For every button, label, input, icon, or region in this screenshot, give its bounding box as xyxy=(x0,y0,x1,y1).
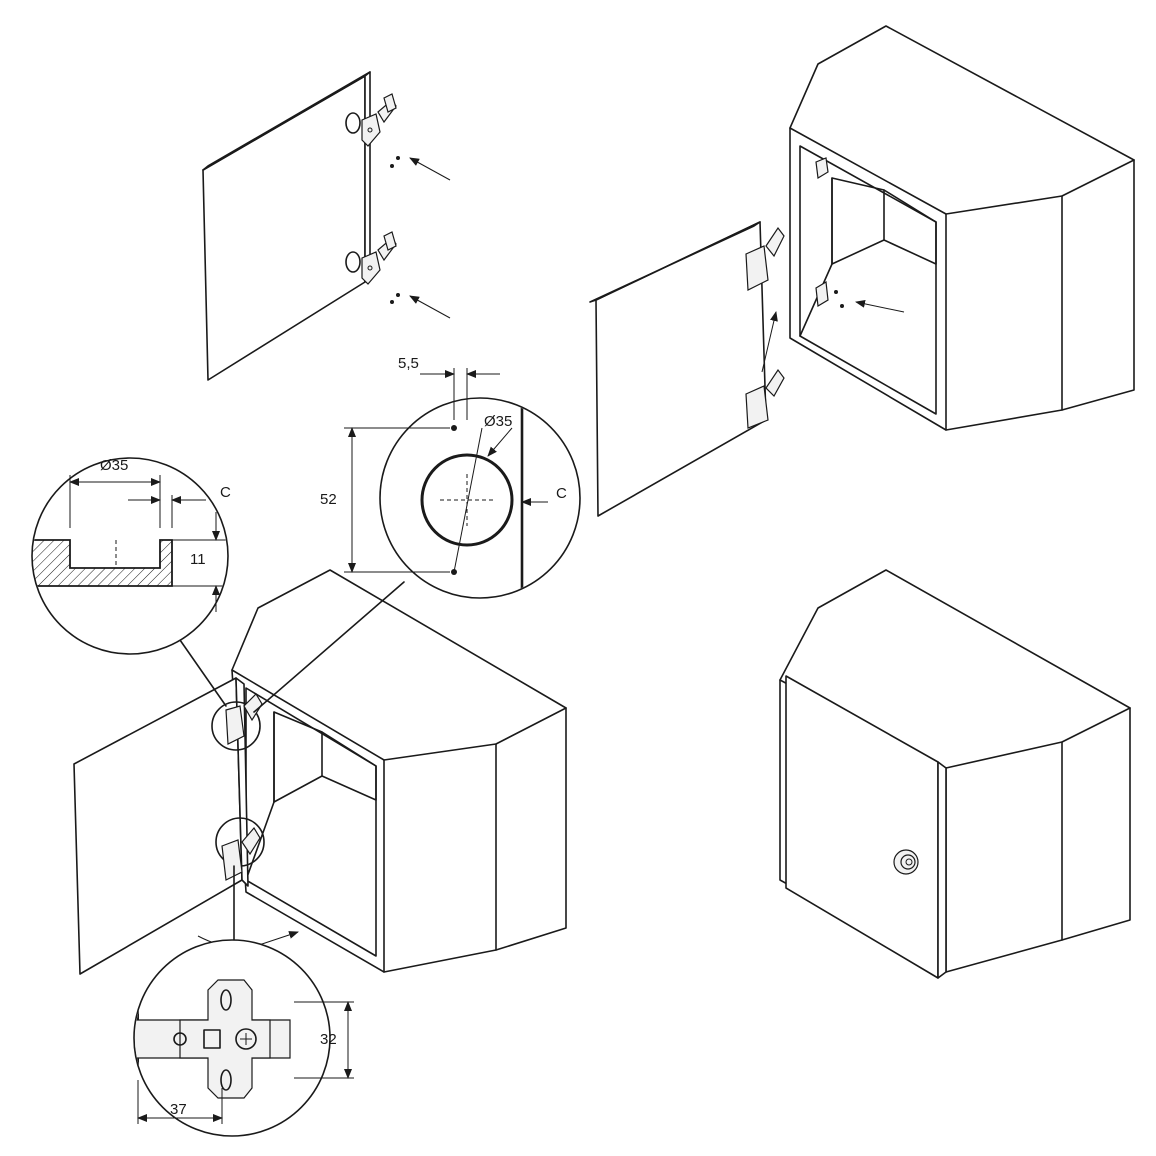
dim-top-diameter: Ø35 xyxy=(100,457,128,474)
dim-mid-height: 52 xyxy=(320,491,337,508)
arrow-icon xyxy=(855,299,905,313)
hinge-icon xyxy=(745,226,785,429)
hinge-icon xyxy=(361,231,397,285)
dim-bottom-width: 37 xyxy=(170,1101,187,1118)
dim-top-offset: C xyxy=(220,484,231,501)
step3-cabinet xyxy=(73,569,567,975)
dim-bottom-height: 32 xyxy=(320,1031,337,1048)
arrow-icon xyxy=(261,931,299,945)
detail-section-drilling: Ø35 C 11 xyxy=(31,457,231,655)
hinge-icon xyxy=(361,93,397,147)
arrow-icon xyxy=(409,295,451,319)
step2-cabinet xyxy=(589,25,1135,517)
dim-top-depth: 11 xyxy=(190,551,206,568)
hinge-icon xyxy=(815,157,829,307)
detail-leader-lines xyxy=(179,581,405,947)
dim-mid-diameter: Ø35 xyxy=(484,413,512,430)
hinge-icon xyxy=(221,693,263,881)
dim-mid-offset: C xyxy=(556,485,567,502)
step1-door-panel xyxy=(202,71,451,381)
arrow-icon xyxy=(409,157,451,181)
screw-icon xyxy=(834,290,844,308)
knob-icon xyxy=(893,849,919,875)
arrow-icon xyxy=(761,311,778,373)
screw-icon xyxy=(451,425,457,431)
detail-mounting-plate: 32 37 xyxy=(133,939,354,1137)
screw-icon xyxy=(390,156,400,304)
detail-hole-pattern: 5,5 Ø35 52 C xyxy=(320,355,581,599)
dim-mid-spacing: 5,5 xyxy=(398,355,419,372)
step4-cabinet-closed xyxy=(779,569,1131,979)
